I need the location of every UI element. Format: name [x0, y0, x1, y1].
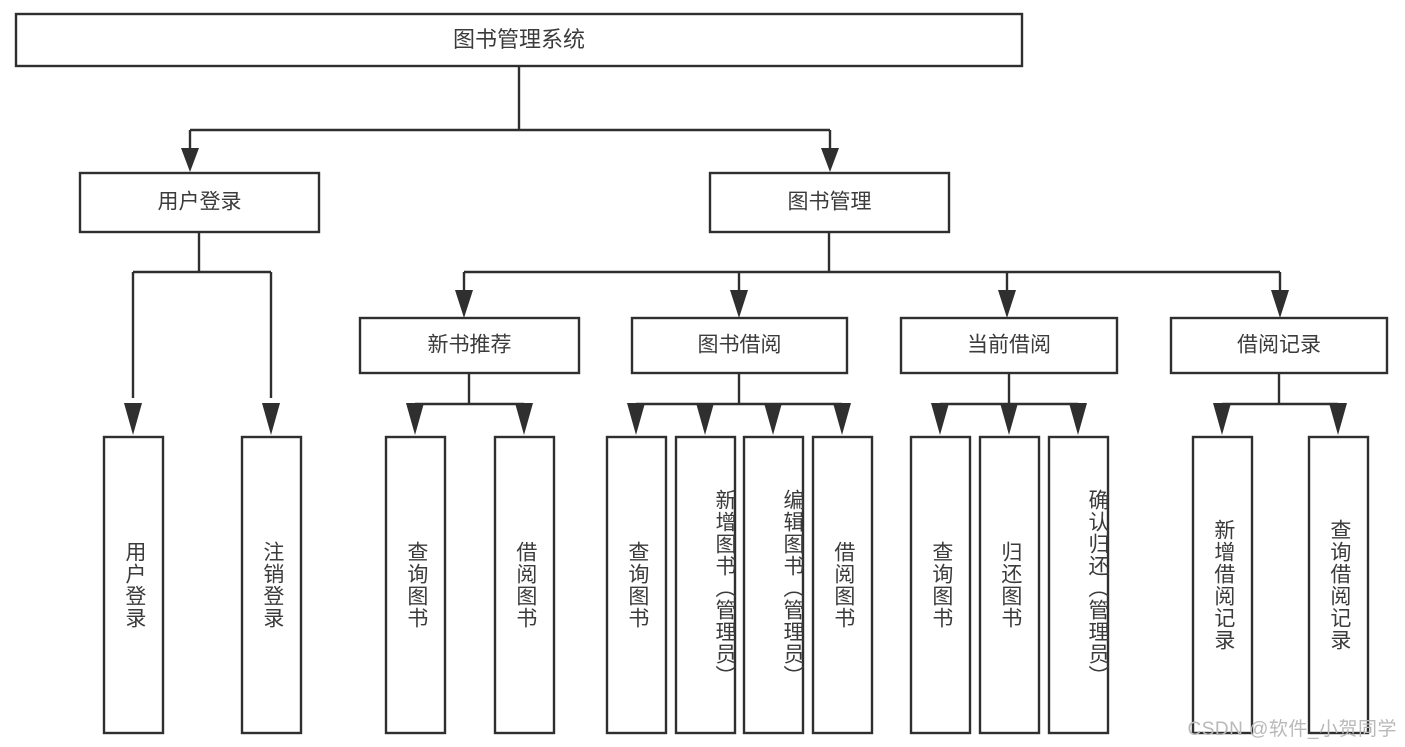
- node-root-label: 图书管理系统: [453, 27, 585, 52]
- arrow-head-bookborrow-leaf-4: [833, 403, 851, 435]
- node-borrow-record-label: 借阅记录: [1237, 334, 1321, 357]
- arrow-head-login: [181, 148, 199, 172]
- leaf-box-borrow-record-2[interactable]: [1307, 435, 1370, 735]
- arrow-head-currentborrow-leaf-1: [931, 403, 949, 435]
- arrow-head-currentborrow-leaf-3: [1069, 403, 1087, 435]
- connector-group-new-book: [406, 373, 533, 435]
- leaf-box-current-borrow-1[interactable]: [909, 435, 972, 735]
- node-book-borrow-box[interactable]: [630, 316, 849, 375]
- watermark-text: CSDN @软件_小贺同学: [1187, 719, 1397, 740]
- arrow-head-currentborrow-leaf-2: [1000, 403, 1018, 435]
- leaf-box-new-book-1[interactable]: [384, 435, 447, 735]
- arrow-head-login-leaf-1: [124, 403, 142, 435]
- leaf-box-book-borrow-3[interactable]: [742, 435, 805, 735]
- arrow-head-l3-3: [998, 290, 1016, 318]
- arrow-head-newbook-leaf-2: [515, 403, 533, 435]
- node-book-mgmt-label: 图书管理: [788, 191, 872, 214]
- connector-group-user-login: [124, 232, 280, 435]
- node-current-borrow-box[interactable]: [899, 316, 1119, 375]
- leaf-box-new-book-2[interactable]: [493, 435, 556, 735]
- connector-group-current-borrow: [931, 373, 1087, 435]
- leaf-box-current-borrow-2[interactable]: [978, 435, 1041, 735]
- arrow-head-bookborrow-leaf-2: [696, 403, 714, 435]
- leaf-box-borrow-record-1[interactable]: [1191, 435, 1254, 735]
- leaf-box-book-borrow-2[interactable]: [674, 435, 737, 735]
- leaf-box-user-login-1[interactable]: [102, 435, 165, 735]
- arrow-head-borrowrecord-leaf-1: [1213, 403, 1231, 435]
- connector-group-borrow-record: [1213, 373, 1347, 435]
- node-book-mgmt-box[interactable]: [708, 171, 951, 234]
- arrow-head-bookborrow-leaf-3: [764, 403, 782, 435]
- arrow-head-l3-4: [1271, 290, 1289, 318]
- node-book-borrow-label: 图书借阅: [698, 334, 782, 357]
- connector-group-book-mgmt: [455, 232, 1289, 318]
- node-user-login-label: 用户登录: [158, 191, 242, 214]
- arrow-head-newbook-leaf-1: [406, 403, 424, 435]
- arrow-head-l3-1: [455, 290, 473, 318]
- arrow-head-bookmgmt: [821, 148, 839, 172]
- node-current-borrow-label: 当前借阅: [967, 334, 1051, 357]
- leaf-box-user-login-2[interactable]: [240, 435, 303, 735]
- node-new-book-recommend-label: 新书推荐: [428, 334, 512, 357]
- node-borrow-record-box[interactable]: [1169, 316, 1389, 375]
- node-user-login-box[interactable]: [78, 171, 321, 234]
- leaf-box-book-borrow-1[interactable]: [605, 435, 668, 735]
- arrow-head-l3-2: [730, 290, 748, 318]
- arrow-head-bookborrow-leaf-1: [627, 403, 645, 435]
- connector-group-book-borrow: [627, 373, 851, 435]
- node-root-box[interactable]: [14, 12, 1024, 68]
- arrow-head-borrowrecord-leaf-2: [1329, 403, 1347, 435]
- node-new-book-recommend-box[interactable]: [358, 316, 581, 375]
- connector-group-root: [181, 66, 839, 172]
- arrow-head-login-leaf-2: [262, 403, 280, 435]
- leaf-box-book-borrow-4[interactable]: [811, 435, 874, 735]
- leaf-box-current-borrow-3[interactable]: [1047, 435, 1110, 735]
